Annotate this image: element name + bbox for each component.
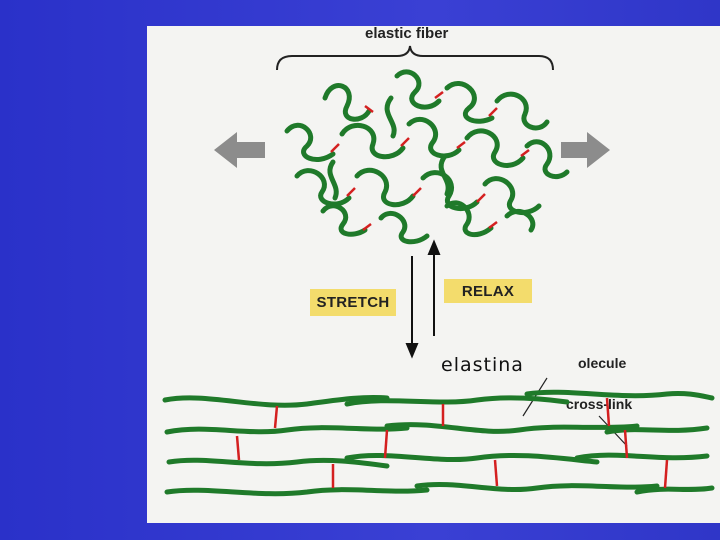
elastic-fiber-title: elastic fiber [365,26,449,42]
stretch-relax-arrows [407,242,439,356]
right-arrow [561,132,610,168]
diagram-panel: elastic fiber [147,26,720,523]
stretch-label: STRETCH [310,289,396,316]
crosslink-label: cross-link [566,396,632,412]
molecule-label: olecule [578,355,626,371]
relaxed-fiber-network [287,72,567,242]
relax-label: RELAX [444,279,532,303]
elastic-fiber-diagram: elastic fiber [147,26,720,523]
elastina-annotation: elastina [441,354,524,376]
brace [277,46,553,70]
left-arrow [214,132,265,168]
relaxed-crosslinks [331,92,529,230]
